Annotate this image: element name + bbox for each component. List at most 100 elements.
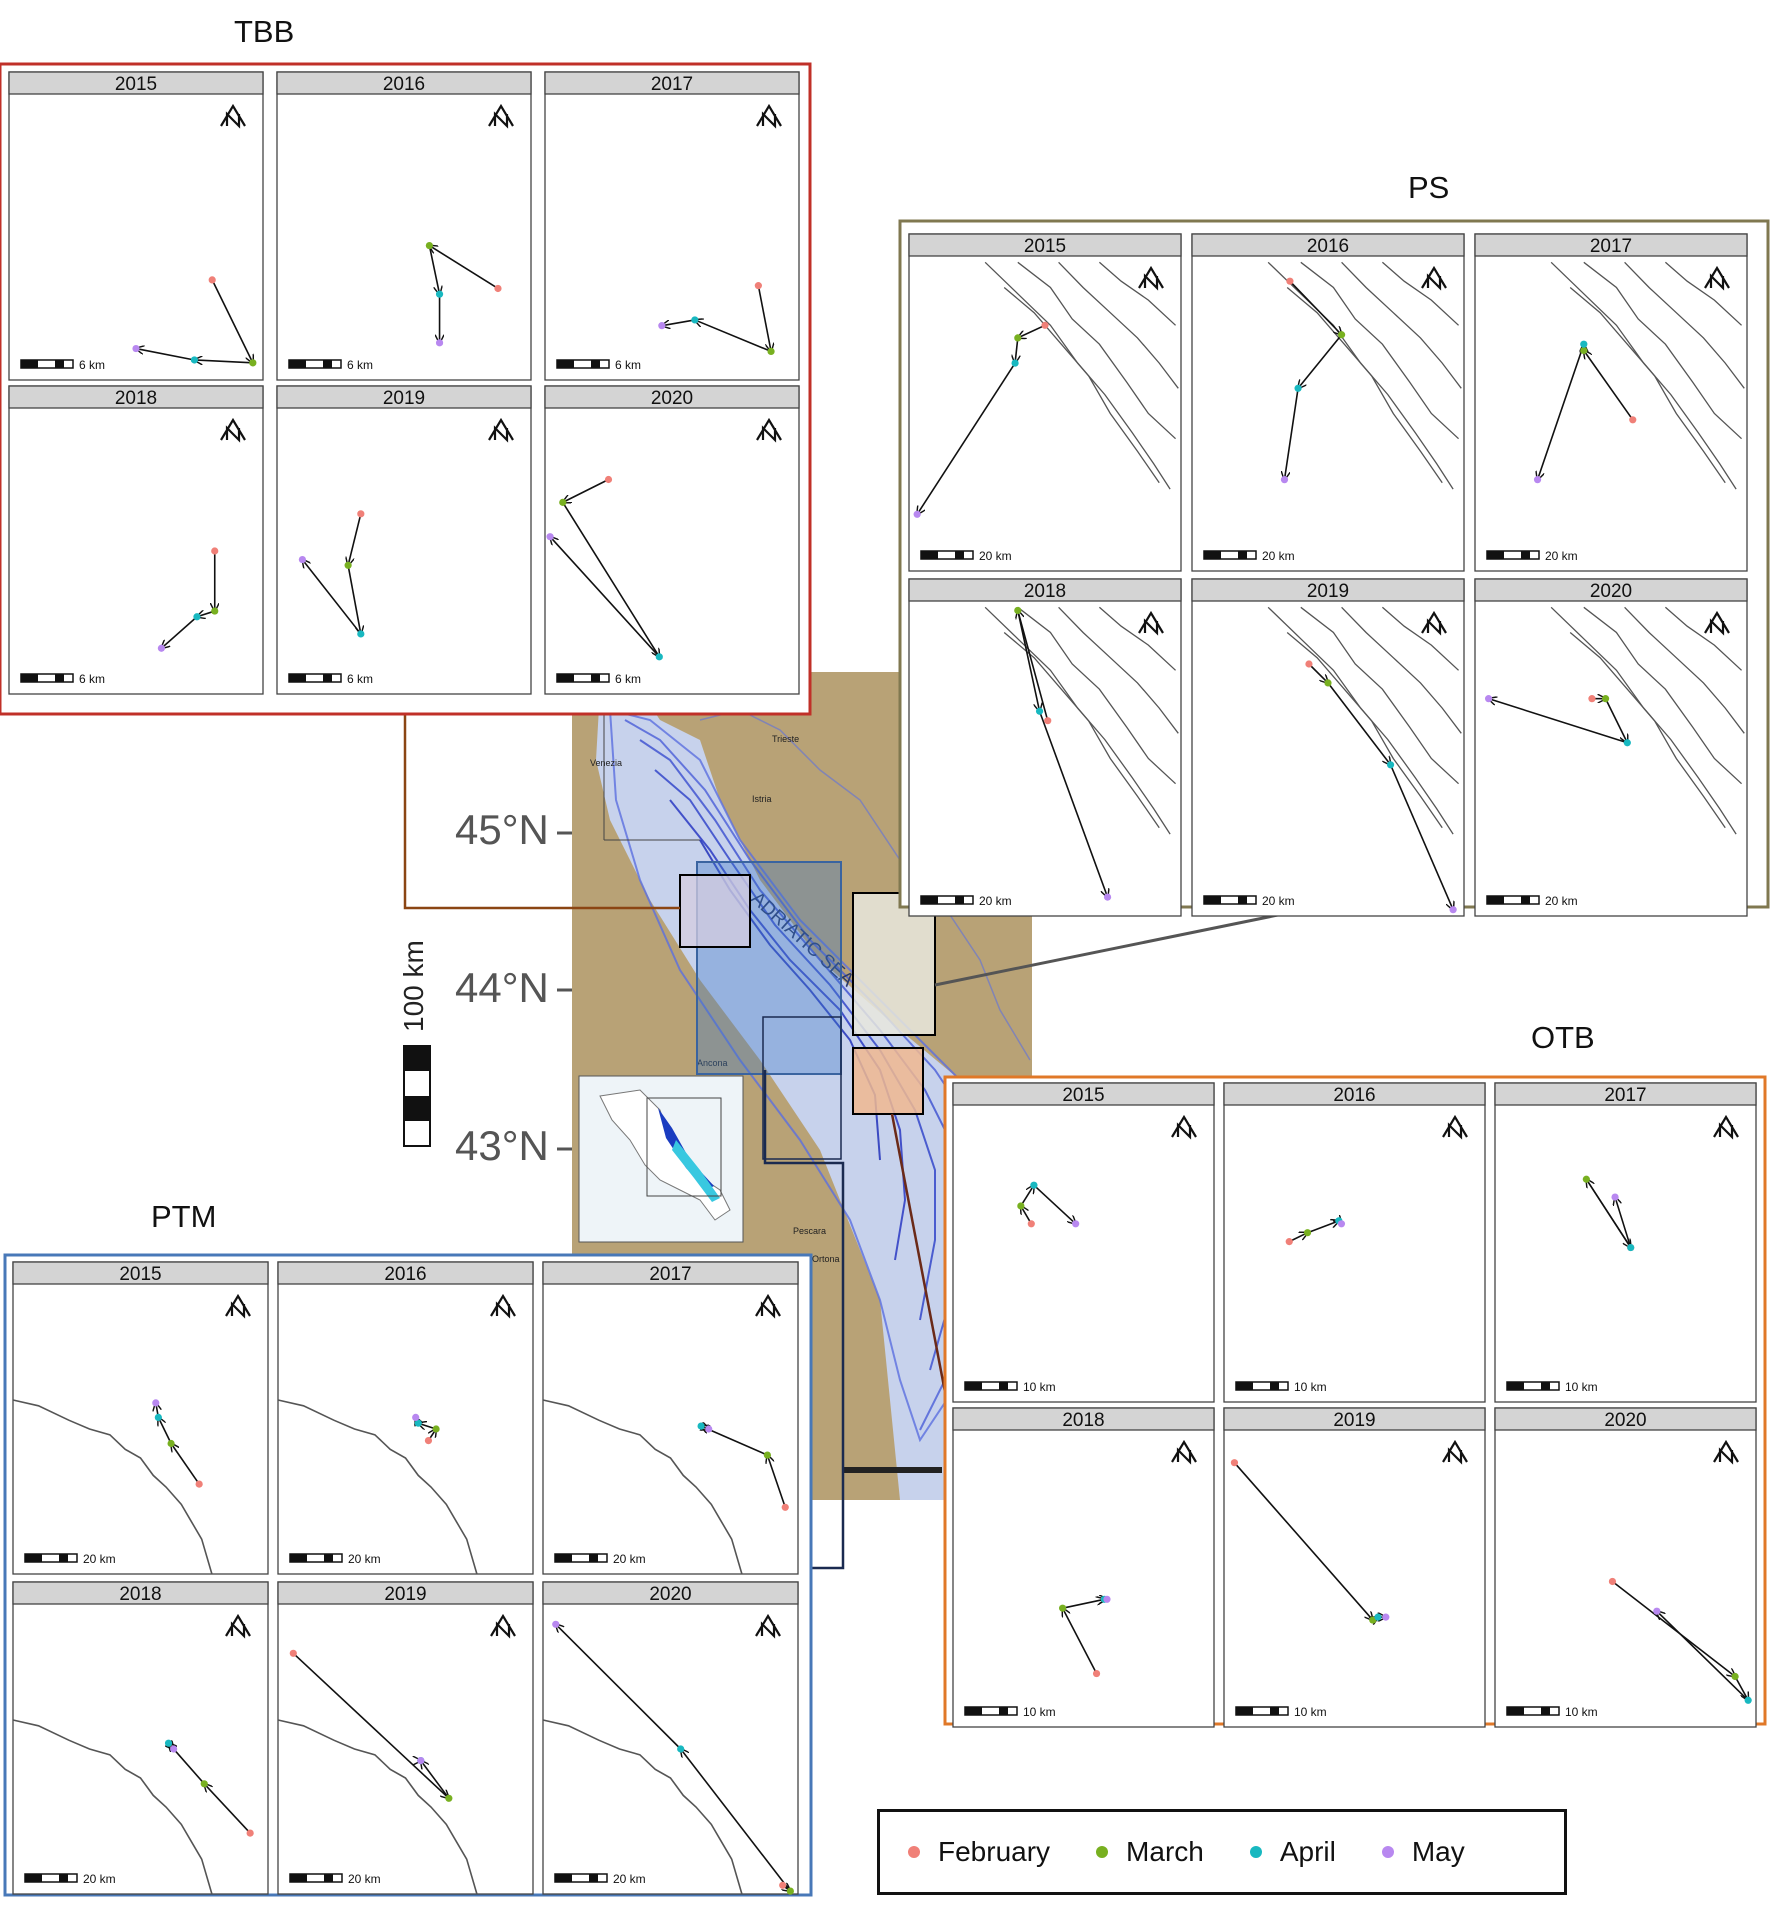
scale-bar-segment <box>965 1382 982 1390</box>
legend-marker <box>1249 1846 1262 1858</box>
bathymetry-contour <box>699 709 1031 1061</box>
coastline <box>1381 606 1460 671</box>
panel-strip <box>1474 233 1748 257</box>
centroid-point-february <box>357 510 365 518</box>
scale-bar-segment <box>999 1382 1008 1390</box>
centroid-point-april <box>1744 1696 1752 1704</box>
lat-label-45: 45°N <box>455 806 549 853</box>
panel-year-label: 2016 <box>1333 1085 1375 1106</box>
centroid-point-march <box>1731 1672 1739 1681</box>
track-segment <box>1033 1184 1076 1224</box>
panel-strip <box>12 1581 269 1605</box>
place-ortona: Ortona <box>812 1254 840 1264</box>
track-segment <box>1585 1178 1630 1247</box>
track-segment <box>556 1624 682 1750</box>
scale-bar-segment <box>557 360 574 368</box>
centroid-point-april <box>357 630 365 638</box>
panel-strip <box>542 1261 799 1285</box>
centroid-point-may <box>152 1399 160 1407</box>
coastline <box>542 1719 743 1895</box>
legend-marker <box>908 1846 920 1858</box>
scale-bar-label: 6 km <box>79 672 105 686</box>
centroid-point-april <box>1030 1181 1038 1189</box>
panel-frame <box>277 1581 534 1895</box>
scale-bar-label: 6 km <box>615 672 641 686</box>
centroid-point-may <box>1533 476 1542 484</box>
scale-bar-segment <box>955 551 964 559</box>
centroid-point-april <box>697 1422 705 1430</box>
track-segment <box>161 616 198 648</box>
centroid-point-february <box>1588 695 1596 703</box>
lat-label-44: 44°N <box>455 964 549 1011</box>
panel-frame <box>1223 1407 1486 1728</box>
track-segment <box>1233 1462 1372 1620</box>
centroid-point-march <box>445 1794 453 1802</box>
scale-bar-label: 20 km <box>83 1872 116 1886</box>
coastline <box>1624 606 1745 734</box>
centroid-point-april <box>677 1745 685 1753</box>
scale-bar-segment <box>323 360 332 368</box>
scale-bar-segment <box>1487 551 1504 559</box>
centroid-point-february <box>1608 1577 1617 1586</box>
coastline <box>1098 606 1177 671</box>
track-segment <box>1327 682 1391 765</box>
connector-tbb <box>403 710 680 910</box>
centroid-point-april <box>1386 761 1395 769</box>
lat-label-43: 43°N <box>455 1122 549 1169</box>
scale-bar-segment <box>1270 1707 1279 1715</box>
coastline <box>1569 287 1726 484</box>
scale-100km <box>403 1045 431 1147</box>
centroid-point-may <box>417 1757 425 1765</box>
scale-bar-segment <box>21 674 38 682</box>
centroid-point-march <box>767 347 775 355</box>
scale-bar-segment <box>289 674 306 682</box>
centroid-point-april <box>1627 1243 1635 1252</box>
scale-bar-label: 6 km <box>347 358 373 372</box>
track-segment <box>171 1444 200 1485</box>
panel-strip <box>277 1581 534 1605</box>
scale-bar-label: 20 km <box>348 1552 381 1566</box>
coastline <box>1286 287 1443 484</box>
panel-year-label: 2015 <box>119 1264 161 1285</box>
legend: February March April May <box>877 1809 1567 1895</box>
coastline <box>277 1719 478 1895</box>
track-segment <box>1657 1611 1749 1701</box>
panel-strip <box>12 1261 269 1285</box>
track-segment <box>211 279 253 363</box>
centroid-point-april <box>193 613 201 621</box>
centroid-point-february <box>246 1829 254 1837</box>
area-rect-otb <box>852 1047 924 1115</box>
centroid-point-may <box>1653 1607 1661 1615</box>
centroid-point-april <box>190 356 199 364</box>
coastline <box>1569 632 1726 829</box>
scale-bar-segment <box>591 674 600 682</box>
track-segment <box>757 285 771 352</box>
panel-year-label: 2019 <box>1307 581 1349 602</box>
panel-strip <box>1494 1082 1757 1106</box>
track-segment <box>1489 699 1628 744</box>
centroid-point-may <box>1449 906 1457 914</box>
scale-bar-segment <box>290 1874 307 1882</box>
panel-year-label: 2016 <box>1307 236 1349 257</box>
track-segment <box>1062 1599 1105 1609</box>
track-segment <box>681 1749 791 1892</box>
track-segment <box>1538 343 1585 479</box>
area-rect-tbb <box>679 874 751 948</box>
coastline <box>1300 606 1460 785</box>
panel-frame <box>8 71 264 381</box>
scale-bar-label: 10 km <box>1565 1705 1598 1719</box>
centroid-point-april <box>1580 340 1588 348</box>
legend-marker <box>1096 1846 1109 1858</box>
centroid-point-march <box>1601 695 1610 703</box>
north-arrow-icon <box>1421 265 1447 291</box>
panel-year-label: 2019 <box>383 388 425 409</box>
panel-year-label: 2018 <box>1062 1410 1104 1431</box>
centroid-point-may <box>412 1413 420 1421</box>
